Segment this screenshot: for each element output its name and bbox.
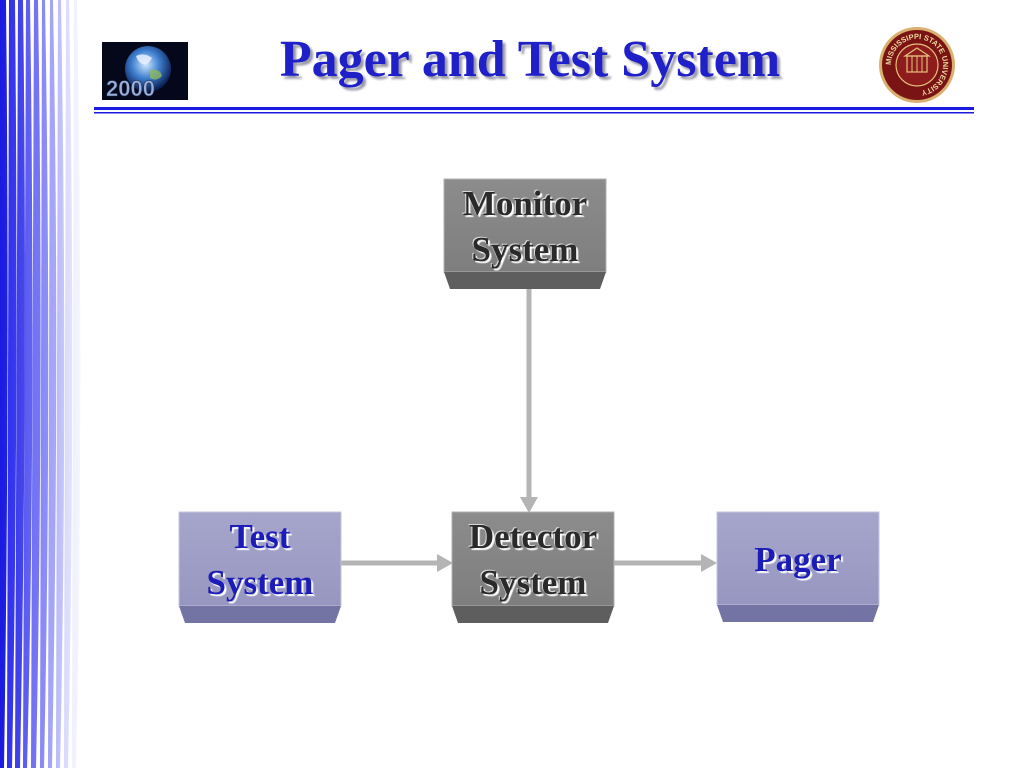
node-label-line: Test xyxy=(229,517,291,556)
node-label-monitor-system: Monitor System xyxy=(444,181,606,273)
globe-2000-logo: 2000 xyxy=(102,42,188,100)
node-label-line: System xyxy=(471,230,579,269)
side-stripes-decoration xyxy=(0,0,95,768)
arrow-test-to-detector xyxy=(341,554,453,572)
arrow-head xyxy=(520,497,538,513)
arrow-detector-to-pager xyxy=(614,554,717,572)
title-underline xyxy=(94,107,974,114)
node-test-system xyxy=(178,511,342,623)
edges-layer xyxy=(341,289,717,572)
slide-title: Pager and Test System xyxy=(279,31,781,88)
node-label-line: Pager xyxy=(754,540,842,579)
node-label-pager: Pager xyxy=(717,537,879,583)
arrow-head xyxy=(437,554,453,572)
node-label-test-system: Test System xyxy=(179,514,341,606)
node-label-line: Detector xyxy=(468,517,598,556)
node-detector-system xyxy=(451,511,615,623)
node-label-line: Monitor xyxy=(462,184,588,223)
arrow-monitor-to-detector xyxy=(520,289,538,513)
node-label-detector-system: Detector System xyxy=(452,514,614,606)
node-label-line: System xyxy=(206,563,314,602)
node-label-line: System xyxy=(479,563,587,602)
university-seal-logo: MISSISSIPPI STATE UNIVERSITY xyxy=(879,27,955,103)
node-pager xyxy=(716,511,880,622)
node-monitor-system xyxy=(443,178,607,289)
svg-text:2000: 2000 xyxy=(106,76,155,100)
arrow-head xyxy=(701,554,717,572)
